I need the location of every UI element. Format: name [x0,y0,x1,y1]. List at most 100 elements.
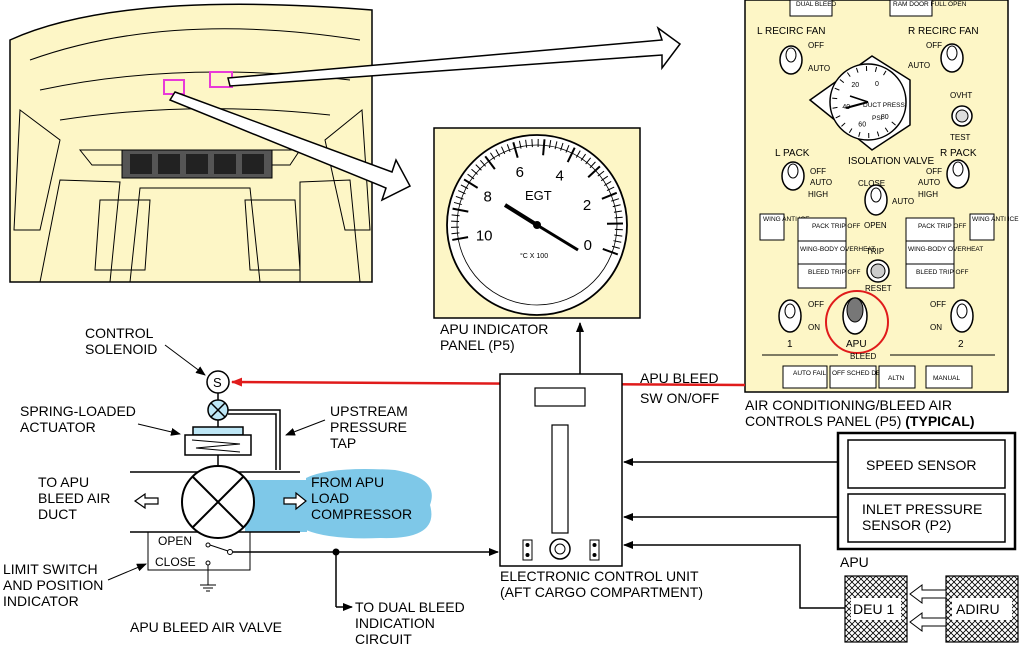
duct-tick [858,131,861,137]
egt-tick [467,173,475,180]
apu-bleed-switch-highlight [825,290,889,354]
iso-auto-label: AUTO [892,197,914,206]
apu-bleed-sw-label-1: APU BLEED [640,370,719,386]
eng1-bleed-on: ON [808,323,820,332]
egt-tick [587,165,601,178]
dual-bleed-light: DUAL BLEED [796,1,837,8]
altn-light [878,365,916,389]
egt-tick [613,240,622,243]
egt-tick [495,149,501,157]
engine-1-label: 1 [787,339,793,350]
apu-bleed-sw-label-2: SW ON/OFF [640,390,719,406]
egt-tick [457,190,466,195]
engine-2-label: 2 [958,339,964,350]
egt-tick [566,147,576,163]
duct-tick [876,131,880,137]
bleed-group-label: BLEED [850,352,876,361]
l-fan-off: OFF [808,41,824,50]
egt-tick [611,198,620,202]
pressure-tap-label-1: UPSTREAM [330,403,408,419]
r-pack-high: HIGH [918,190,938,199]
egt-tick-label: 0 [584,237,592,254]
to-duct-label-2: BLEED AIR [38,490,110,506]
callout-arrows [168,26,682,202]
wiring [231,322,845,611]
isolation-valve-label: ISOLATION VALVE [848,156,934,167]
cockpit-illustration [9,3,373,283]
l-wing-anti-ice-light [759,213,785,241]
apu-bleed-air-valve: CONTROL SOLENOID S SPRING-LOADED ACTUATO… [3,325,432,635]
egt-tick [614,234,623,237]
egt-tick [518,140,522,149]
egt-tick [451,214,460,217]
from-compressor-label-1: FROM APU [311,474,384,490]
egt-tick [604,181,612,186]
eng2-bleed-off: OFF [930,300,946,309]
egt-tick [602,248,619,256]
egt-tick [475,164,482,171]
duct-tick-label: 0 [875,81,879,88]
egt-tick [484,155,496,170]
iso-open-label: OPEN [864,221,887,230]
duct-tick [884,127,889,133]
egt-tick [611,245,620,249]
r-wing-anti-ice-text: WING ANTI ICE [972,216,1019,223]
l-pack-label: L PACK [775,148,810,159]
apu-switch-label: APU [846,339,867,350]
dual-bleed-label-1: TO DUAL BLEED [355,599,465,615]
ecu-label-2: (AFT CARGO COMPARTMENT) [500,584,703,600]
egt-tick [452,236,469,241]
psi-label: PSI [872,115,883,122]
inlet-pressure-label-2: SENSOR (P2) [862,517,951,533]
l-pack-auto: AUTO [810,178,832,187]
bleed-panel-caption-2: CONTROLS PANEL (P5) (TYPICAL) [745,413,974,429]
egt-tick [479,159,486,167]
r-pack-off: OFF [926,167,942,176]
egt-tick [601,191,618,200]
duct-tick [832,106,838,109]
egt-tick [489,152,496,160]
egt-needle [503,203,539,227]
r-pack-auto: AUTO [918,178,940,187]
duct-tick-label: 60 [858,121,866,128]
duct-tick [841,122,846,127]
inlet-pressure-label-1: INLET PRESSURE [862,501,982,517]
apu-sensors: SPEED SENSOR INLET PRESSURE SENSOR (P2) … [836,431,1019,643]
duct-tick [855,67,859,73]
egt-tick [542,139,546,156]
limit-close-label: CLOSE [155,555,196,569]
eng2-bleed-on: ON [930,323,942,332]
egt-tick [575,150,581,158]
duct-tick-label: 80 [881,114,889,121]
ovht-label: OVHT [950,91,972,100]
duct-tick [839,79,845,83]
duct-tick [832,97,838,100]
l-fan-auto: AUTO [808,64,830,73]
duct-tick-label: 20 [851,82,859,89]
limit-switch-label-2: AND POSITION [3,577,103,593]
egt-tick [585,157,592,165]
bleed-air-controls-panel: DUAL BLEED RAM DOOR FULL OPEN L RECIRC F… [744,0,1019,429]
control-solenoid-label-2: SOLENOID [85,341,157,357]
limit-switch-label-3: INDICATOR [3,593,79,609]
limit-open-label: OPEN [158,534,192,548]
egt-tick [453,201,462,206]
egt-tick [560,142,564,151]
egt-tick-label: 6 [516,164,524,181]
duct-tick [883,70,887,76]
l-pack-trip-off-light: PACK TRIP OFF [812,223,860,230]
limit-switch-label-1: LIMIT SWITCH [3,561,98,577]
adiru-label: ADIRU [956,601,1000,617]
bleed-panel-caption-1: AIR CONDITIONING/BLEED AIR [745,397,952,413]
from-compressor-label-3: COMPRESSOR [311,506,412,522]
pressure-tap-label-2: PRESSURE [330,419,407,435]
iso-close-label: CLOSE [858,179,885,188]
egt-tick [600,175,609,182]
off-sched-descent-text: OFF SCHED DESCENT [832,370,902,377]
l-pack-off: OFF [810,167,826,176]
egt-tick [501,146,506,155]
dual-bleed-label-2: INDICATION [355,615,435,631]
egt-tick-label: 2 [583,197,591,214]
solenoid-symbol: S [213,375,222,390]
